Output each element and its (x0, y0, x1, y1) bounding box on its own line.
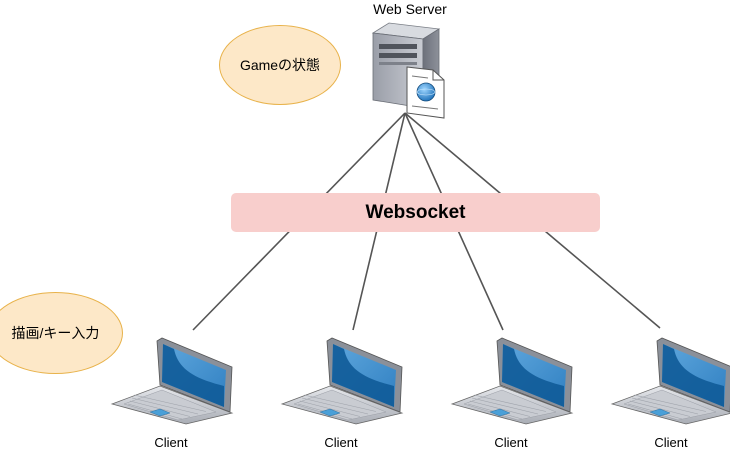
client-label-2: Client (324, 435, 358, 450)
game-state-label: Gameの状態 (239, 57, 321, 73)
websocket-label: Websocket (365, 201, 466, 223)
websocket-bar: Websocket (231, 193, 600, 232)
input-annotation: 描画/キー入力 (0, 292, 123, 374)
laptop-icon (450, 337, 574, 425)
game-state-annotation: Gameの状態 (219, 25, 341, 105)
client-label-1: Client (154, 435, 188, 450)
input-label: 描画/キー入力 (11, 325, 100, 341)
laptop-icon (110, 337, 234, 425)
laptop-icon (610, 337, 730, 425)
laptop-icon (280, 337, 404, 425)
server-label: Web Server (373, 1, 447, 17)
client-label-3: Client (494, 435, 528, 450)
client-label-4: Client (654, 435, 688, 450)
